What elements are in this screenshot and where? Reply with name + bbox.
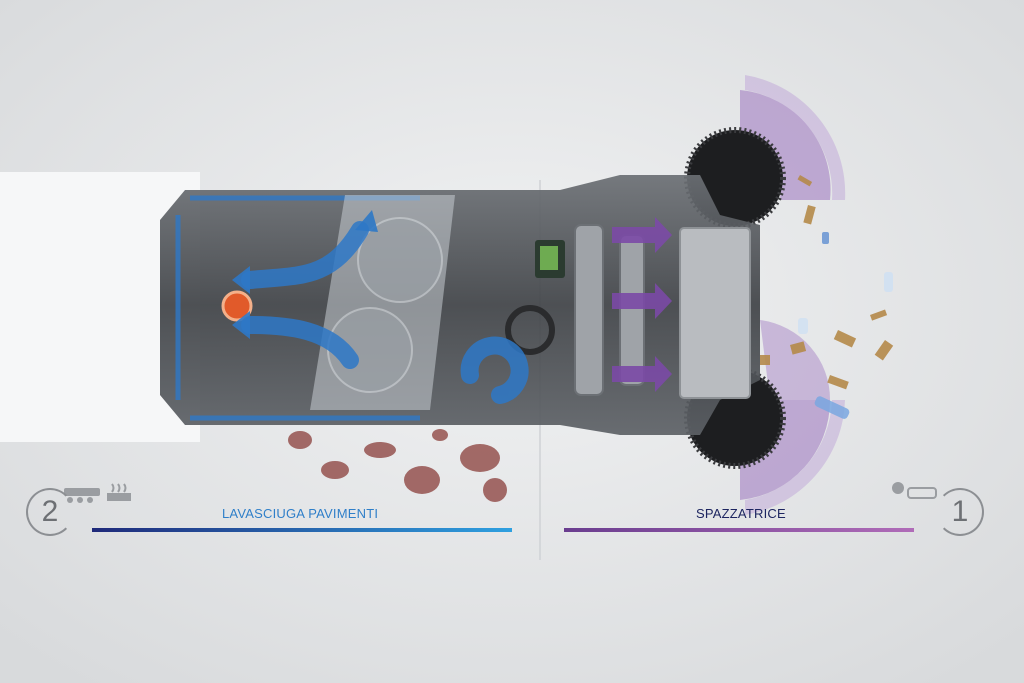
dirt-stains — [288, 429, 507, 502]
debris — [760, 175, 894, 390]
sweeper-label: SPAZZATRICE — [696, 506, 786, 521]
scrubber-flow-arrows — [241, 221, 529, 404]
scrubber-label: LAVASCIUGA PAVIMENTI — [222, 506, 379, 521]
warning-light — [221, 290, 253, 322]
scrub-head-top — [357, 217, 443, 303]
plastic-bottles — [798, 232, 893, 419]
broom-mode-icon — [892, 482, 937, 499]
sweeper-line — [564, 528, 914, 532]
main-brush-roller-1 — [574, 224, 604, 396]
step-number-1: 1 — [936, 488, 984, 536]
scrubber-line — [92, 528, 512, 532]
sweep-fan-top — [740, 90, 831, 200]
step-number-2: 2 — [26, 488, 74, 536]
sweep-fan-bottom — [740, 400, 831, 500]
sweeper-flow-arrows — [612, 217, 672, 392]
main-brush-roller-2 — [619, 234, 645, 386]
sweep-fan-top-outer — [745, 75, 846, 200]
dashboard-screen — [540, 246, 558, 270]
steering-wheel — [505, 305, 555, 355]
sweep-fan-mid — [760, 320, 831, 400]
scrubber-arrow-heads — [232, 210, 378, 339]
dust-filter — [679, 227, 751, 399]
steam-icon — [107, 483, 131, 501]
machine-body — [160, 175, 760, 435]
